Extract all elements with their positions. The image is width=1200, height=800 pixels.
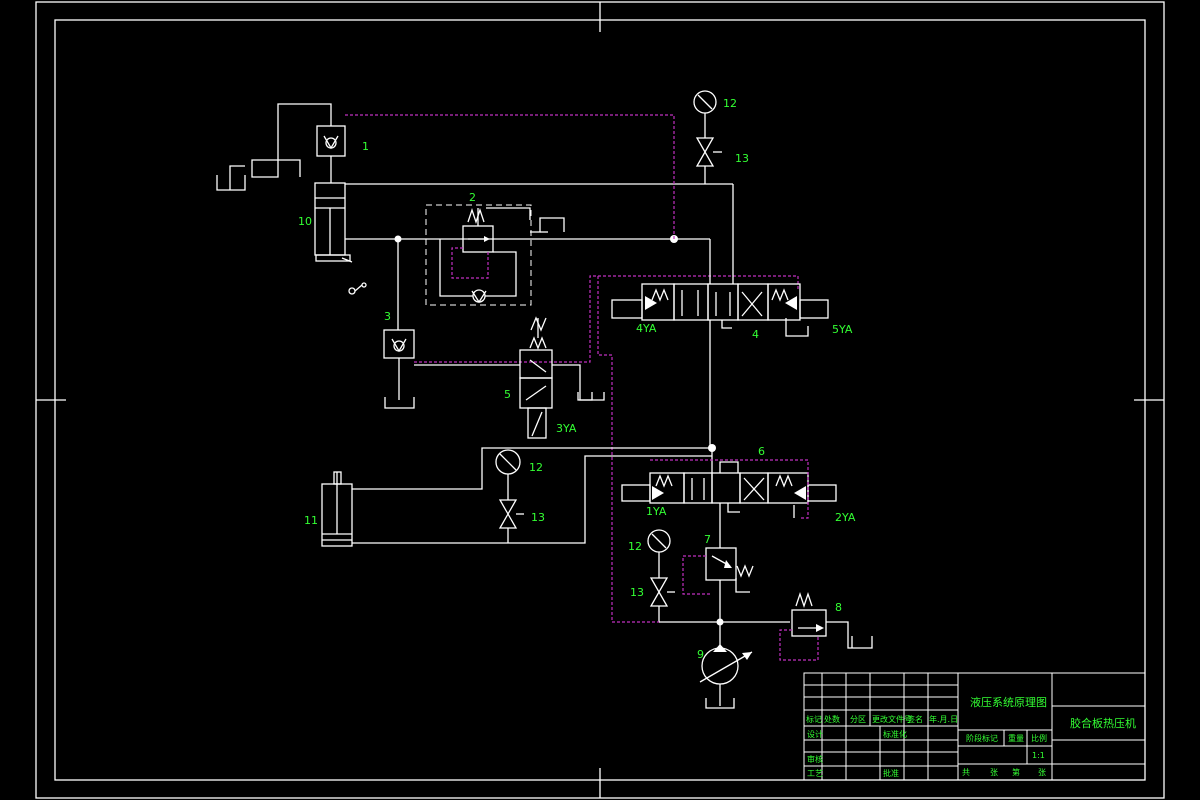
tb-sheet-total: 共 (962, 768, 970, 777)
label-5ya: 5YA (832, 323, 853, 336)
tb-drawing-title: 液压系统原理图 (970, 695, 1047, 709)
title-block: 标记 处数 分区 更改文件号 签名 年.月.日 设计 标准化 审核 工艺 批准 … (803, 672, 1146, 781)
tb-sheet-word2: 张 (1038, 768, 1046, 777)
directional-valve-4 (597, 184, 829, 620)
label-7: 7 (704, 533, 711, 546)
tb-approve: 批准 (883, 768, 899, 778)
label-12-low: 12 (628, 540, 642, 553)
label-3ya: 3YA (556, 422, 577, 435)
label-5: 5 (504, 388, 511, 401)
tb-weight: 重量 (1008, 733, 1024, 743)
check-valve-3 (383, 239, 799, 409)
tb-stage-mark: 阶段标记 (966, 733, 998, 743)
tb-machine-name: 胶合板热压机 (1070, 716, 1136, 730)
label-2: 2 (469, 191, 476, 204)
label-10: 10 (298, 215, 312, 228)
tb-header-3: 更改文件号 (872, 714, 912, 724)
tb-review: 审核 (807, 754, 823, 764)
label-2ya: 2YA (835, 511, 856, 524)
tb-sheet-no: 第 (1012, 767, 1020, 777)
gauge-12-low (647, 529, 671, 578)
label-13-mid: 13 (531, 511, 545, 524)
tb-design: 设计 (807, 729, 823, 739)
cylinder-11 (321, 447, 712, 547)
main-cylinder-10 (314, 182, 733, 263)
relief-valve-8 (779, 591, 873, 661)
pressure-valve-7 (682, 503, 754, 622)
check-valve-1 (216, 103, 346, 191)
label-13-top: 13 (735, 152, 749, 165)
label-9: 9 (697, 648, 704, 661)
label-12-top: 12 (723, 97, 737, 110)
tb-header-2: 分区 (850, 715, 866, 724)
component-labels: 1 2 3 4 5 6 7 8 9 10 11 12 13 12 13 12 1… (298, 97, 856, 661)
directional-valve-6 (621, 448, 837, 519)
pilot-line (345, 114, 675, 239)
tb-header-0: 标记 (806, 714, 822, 724)
shutoff-valve-13-mid (498, 499, 524, 543)
variable-pump-9 (699, 622, 753, 709)
label-3: 3 (384, 310, 391, 323)
shutoff-valve-13-low (649, 577, 675, 622)
tb-scale: 1:1 (1032, 751, 1045, 760)
tb-header-4: 签名 (907, 714, 923, 724)
label-12-mid: 12 (529, 461, 543, 474)
switch-symbol (348, 282, 367, 295)
drawing-frame (35, 1, 1165, 799)
tb-ratio: 比例 (1031, 733, 1047, 743)
tb-header-1: 处数 (824, 714, 840, 724)
label-8: 8 (835, 601, 842, 614)
label-11: 11 (304, 514, 318, 527)
solenoid-valve-5 (414, 316, 605, 439)
label-4: 4 (752, 328, 759, 341)
tb-process: 工艺 (807, 769, 823, 778)
shutoff-valve-13-top (695, 137, 722, 184)
label-1: 1 (362, 140, 369, 153)
gauge-12-top (693, 90, 717, 138)
gauge-12-mid (495, 449, 521, 500)
tb-standardization: 标准化 (883, 729, 907, 739)
label-4ya: 4YA (636, 322, 657, 335)
label-6: 6 (758, 445, 765, 458)
valve-assembly-2 (425, 204, 565, 306)
label-1ya: 1YA (646, 505, 667, 518)
label-13-low: 13 (630, 586, 644, 599)
tb-header-5: 年.月.日 (929, 714, 958, 724)
tb-sheet-word: 张 (990, 768, 998, 777)
